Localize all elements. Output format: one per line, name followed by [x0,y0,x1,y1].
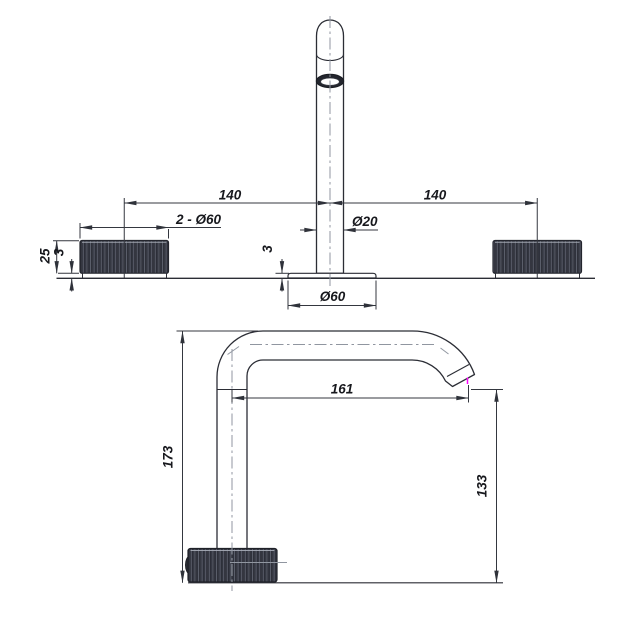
dim-25-label: 25 [38,248,53,265]
dimension-overall-height: 173 [161,330,258,584]
dim-140-right-label: 140 [424,188,447,203]
dim-133-label: 133 [475,474,490,497]
dimension-spout-tube-diameter: Ø20 [300,214,378,233]
dimension-outlet-height: 133 [471,389,503,584]
dimension-spout-flange-height: 3 [260,245,289,292]
bend-centerline-dash-right [440,347,449,355]
spout-base-flange [287,272,377,279]
dimension-spout-reach: 161 [231,382,469,403]
dimension-handle-diameters: 2 - Ø60 [79,212,222,239]
dim-140-left-label: 140 [219,188,242,203]
dimension-handle-base-height: 3 [52,248,74,292]
dimension-spacing-right: 140 [329,188,538,206]
dim-2xd60-label: 2 - Ø60 [175,212,222,227]
dimension-spout-base-diameter: Ø60 [287,280,377,310]
front-view: 140 140 2 - Ø60 Ø20 Ø60 [38,16,595,310]
dimension-handle-height: 25 [38,240,79,274]
dim-161-label: 161 [331,382,354,397]
dim-3-flange-label: 3 [260,245,275,253]
spout-tip-joint-line [446,364,470,377]
dimension-spacing-left: 140 [123,188,331,206]
dim-3-left-label: 3 [52,248,67,256]
dim-d20-label: Ø20 [352,214,378,229]
dim-173-label: 173 [161,445,176,468]
bend-centerline-dash-left [227,346,240,355]
spout-tube-profile [216,330,476,550]
side-view: 173 161 133 [161,330,503,591]
dim-d60-label: Ø60 [320,289,346,304]
